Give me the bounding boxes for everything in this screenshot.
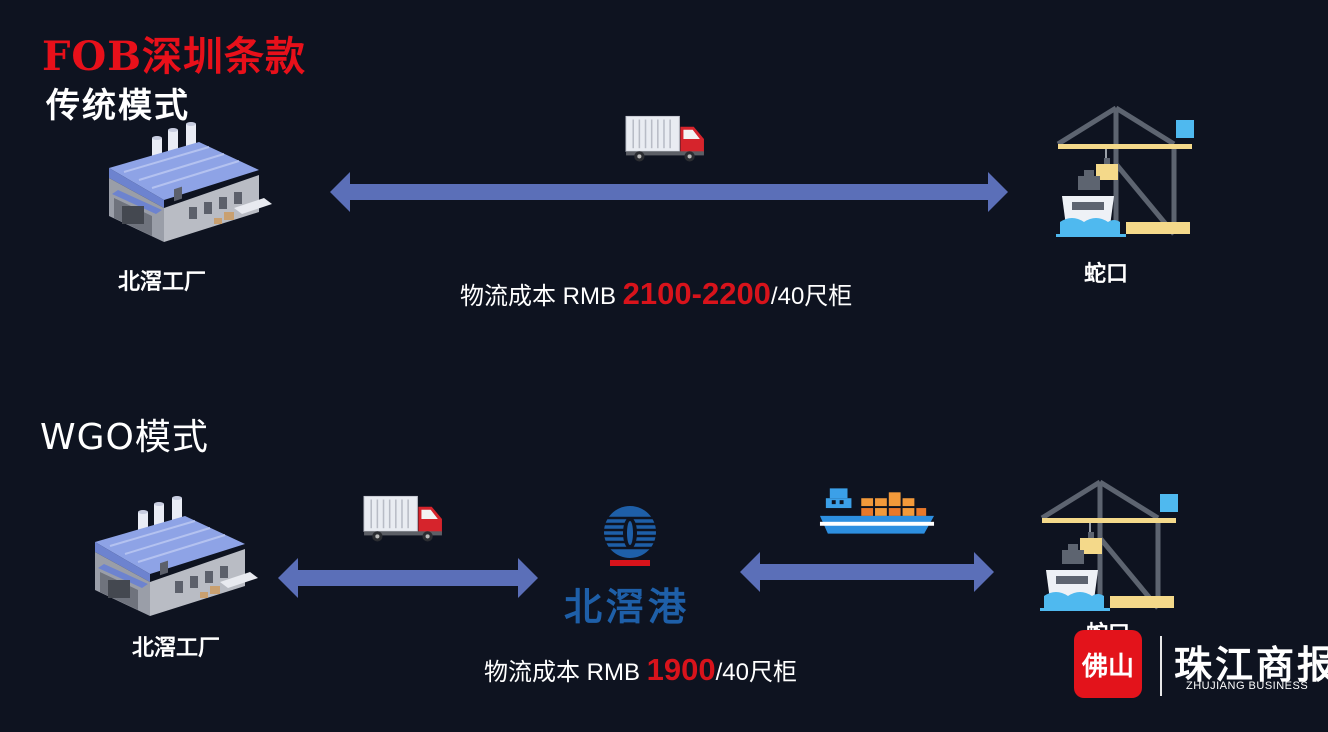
wgo-left-double-arrow xyxy=(278,558,538,598)
wgo-title: WGO模式 xyxy=(40,417,209,458)
wgo-factory-label: 北滘工厂 xyxy=(132,636,221,661)
factory-icon xyxy=(104,120,274,250)
cost-prefix: 物流成本 RMB xyxy=(484,659,647,686)
truck-icon xyxy=(362,494,444,544)
factory-icon xyxy=(90,494,260,624)
crane-port-icon xyxy=(1040,478,1180,618)
hub-label: 北滘港 xyxy=(564,584,691,629)
beijiao-port-logo-icon xyxy=(600,506,660,566)
traditional-port-label: 蛇口 xyxy=(1084,262,1129,287)
wgo-right-double-arrow xyxy=(740,552,994,592)
cost-prefix: 物流成本 RMB xyxy=(460,283,623,310)
cost-suffix: /40尺柜 xyxy=(715,659,798,686)
watermark-english: ZHUJIANG BUSINESS xyxy=(1186,680,1309,692)
fob-title: FOB深圳条款 xyxy=(42,33,307,80)
traditional-cost-text: 物流成本 RMB 2100-2200/40尺柜 xyxy=(460,276,852,312)
cost-value: 2100-2200 xyxy=(622,276,771,311)
wgo-cost-text: 物流成本 RMB 1900/40尺柜 xyxy=(484,652,797,688)
watermark-divider xyxy=(1160,636,1162,696)
cargo-ship-icon xyxy=(818,484,936,538)
traditional-double-arrow xyxy=(330,172,1008,212)
truck-icon xyxy=(624,114,706,164)
watermark-badge: 佛山 xyxy=(1074,630,1142,698)
watermark-badge-text: 佛山 xyxy=(1081,651,1134,682)
crane-port-icon xyxy=(1056,104,1196,244)
traditional-factory-label: 北滘工厂 xyxy=(118,270,207,295)
cost-suffix: /40尺柜 xyxy=(770,283,853,310)
cost-value: 1900 xyxy=(646,652,716,687)
watermark-name: 珠江商报 xyxy=(1174,642,1328,687)
traditional-title: 传统模式 xyxy=(46,86,190,126)
